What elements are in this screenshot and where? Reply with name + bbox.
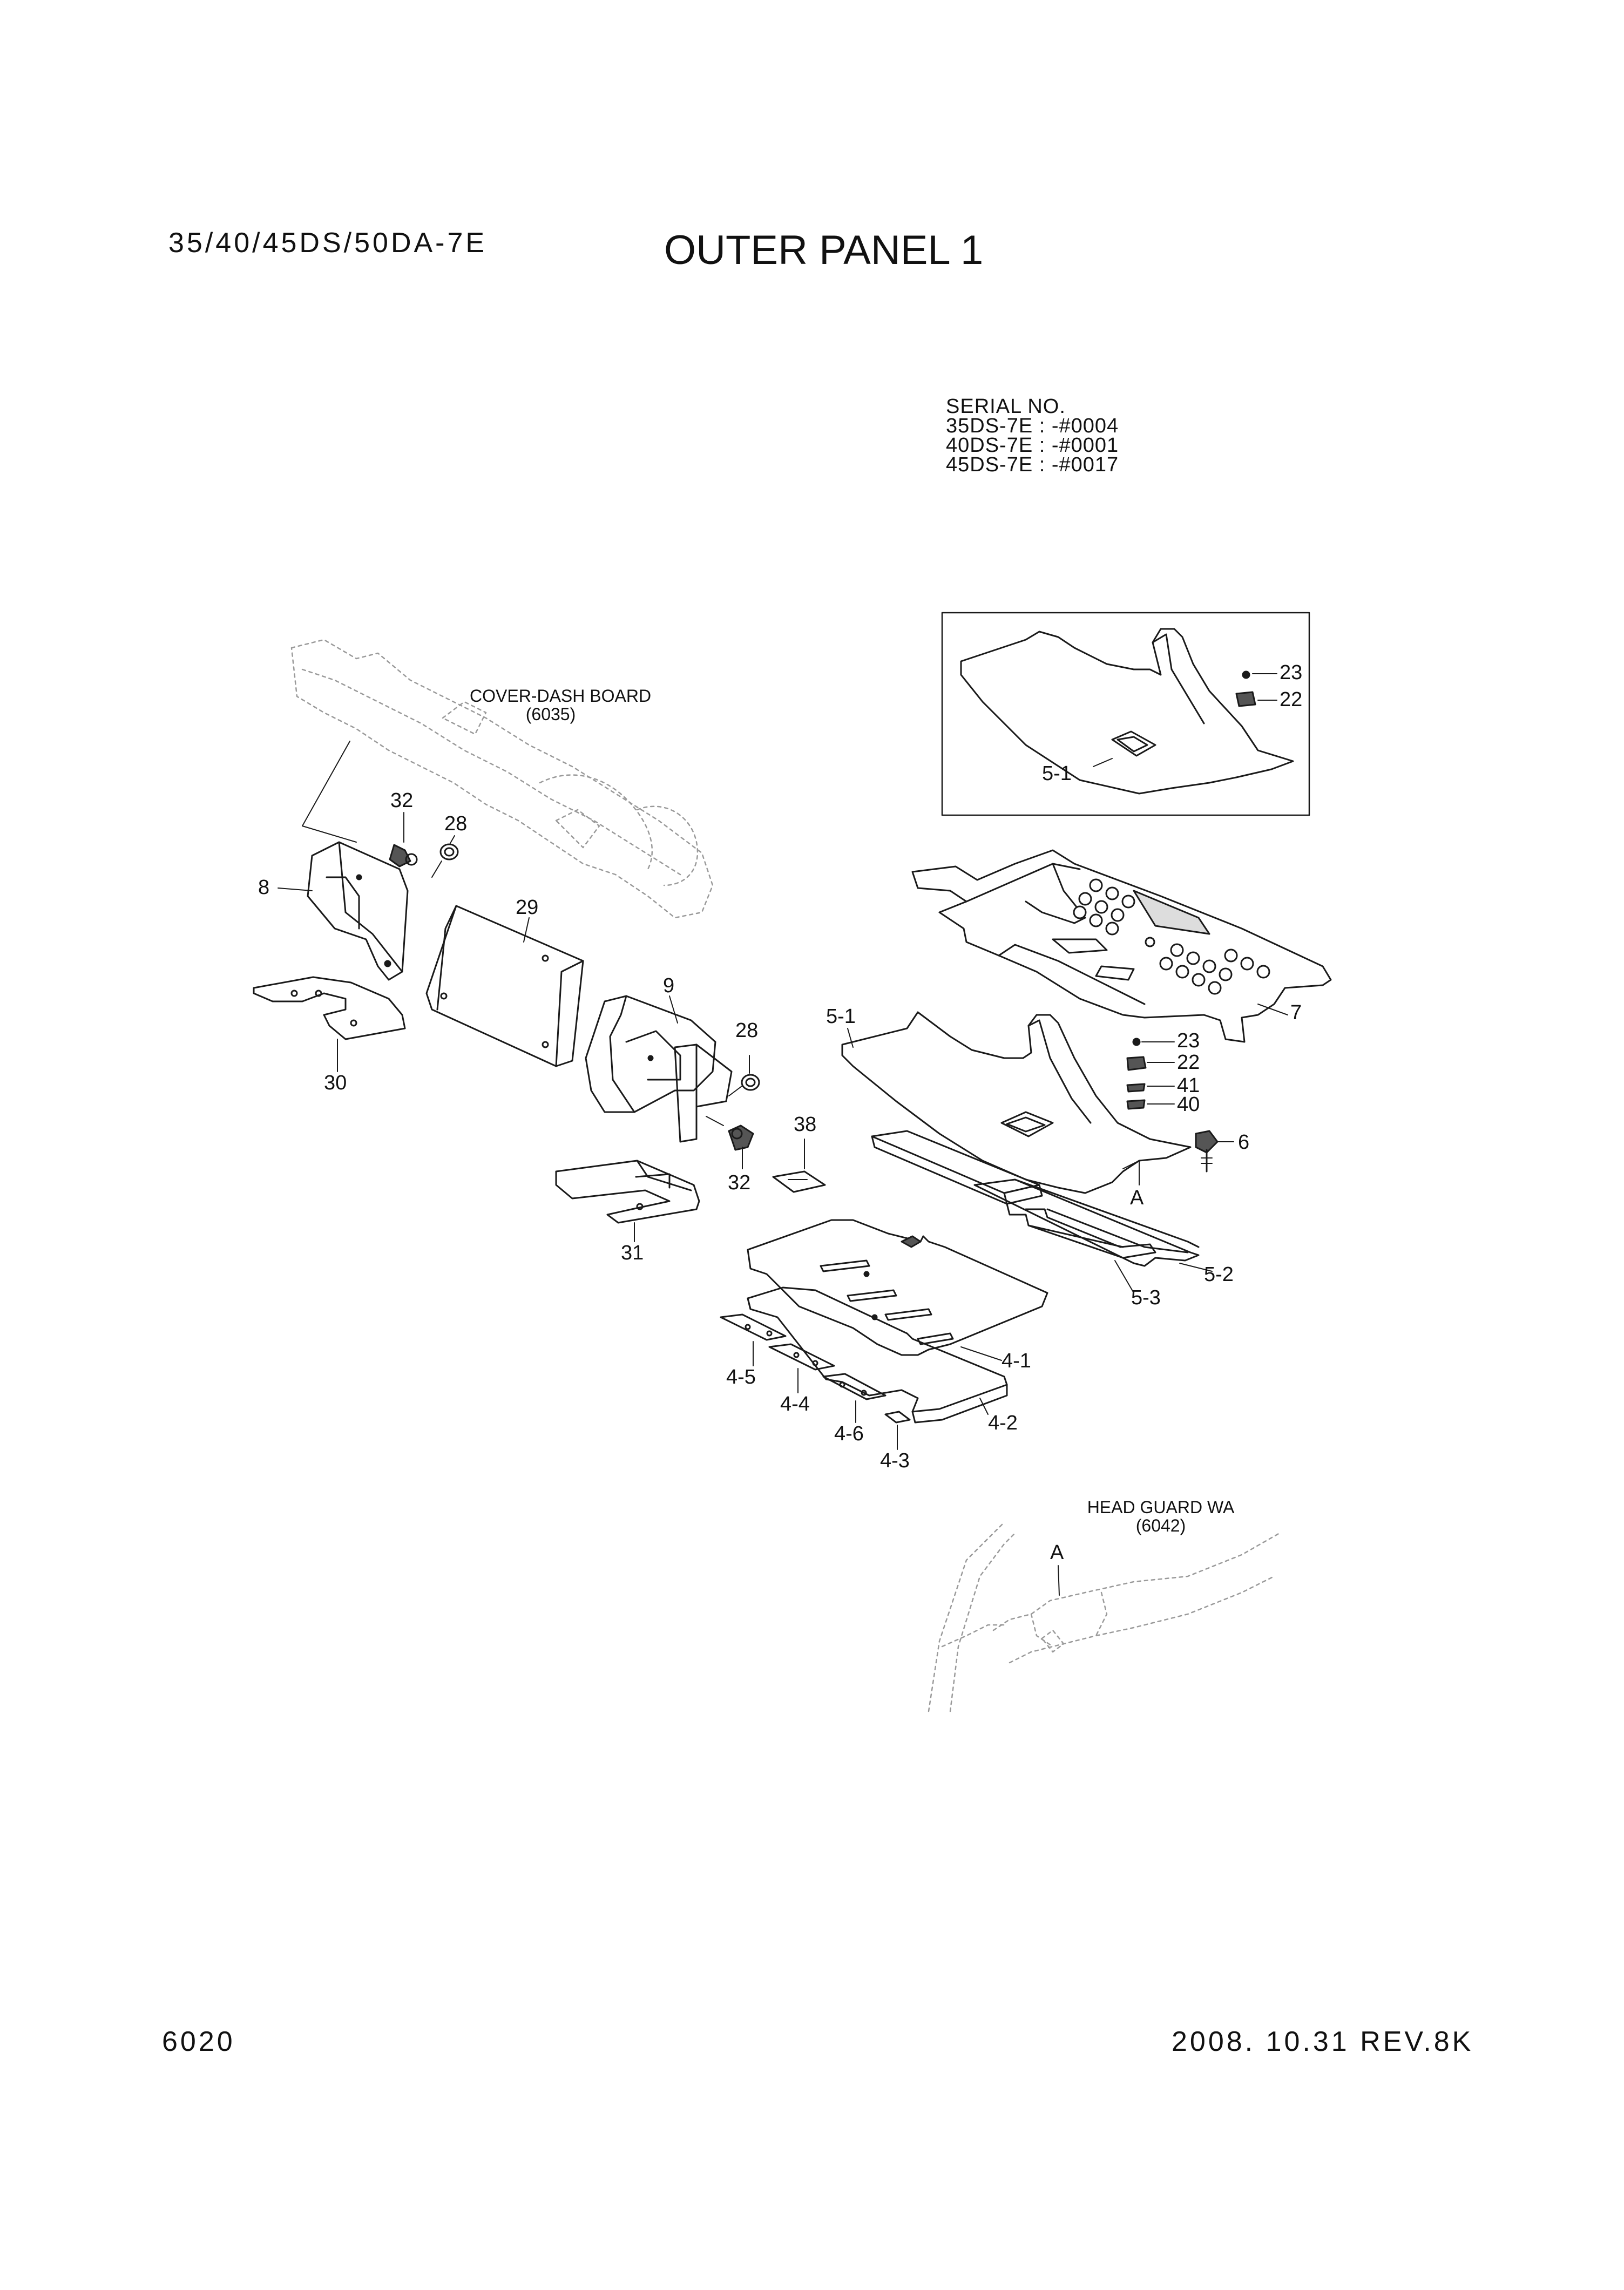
callout-7: 7 — [1290, 1001, 1302, 1024]
part-5-2-pad — [973, 1178, 1200, 1267]
callout-31: 31 — [621, 1242, 644, 1264]
part-32-bolt-second — [728, 1124, 754, 1169]
callout-4-5: 4-5 — [726, 1366, 756, 1388]
callout-41: 41 — [1177, 1074, 1200, 1097]
callout-A-first: A — [1130, 1187, 1144, 1209]
callout-5-1: 5-1 — [826, 1005, 856, 1028]
callout-5-2: 5-2 — [1204, 1263, 1234, 1286]
callout-4-4: 4-4 — [780, 1393, 810, 1415]
ref-cover-dash-board: COVER-DASH BOARD (6035) — [470, 686, 652, 724]
part-4-2-pad — [747, 1286, 1008, 1424]
part-4-6-strip — [822, 1373, 887, 1400]
callout-5-3: 5-3 — [1131, 1286, 1161, 1309]
callout-9: 9 — [663, 974, 675, 997]
leader-28-top — [450, 835, 455, 844]
callout-6: 6 — [1238, 1131, 1250, 1154]
serial-inset-frame — [941, 612, 1310, 816]
leader-28-second-b — [728, 1086, 742, 1096]
serial-line-40ds: 40DS-7E : -#0001 — [946, 434, 1119, 457]
mat-grip-pattern — [1073, 878, 1270, 995]
callout-30: 30 — [324, 1072, 347, 1094]
part-4-4-strip — [768, 1343, 835, 1371]
callout-23-inset: 23 — [1280, 661, 1303, 684]
serial-line-35ds: 35DS-7E : -#0004 — [946, 415, 1119, 437]
model-number: 35/40/45DS/50DA-7E — [168, 227, 488, 259]
leader-28-top-b — [431, 861, 442, 878]
callout-4-2: 4-2 — [988, 1412, 1018, 1434]
callout-28-top: 28 — [444, 812, 468, 835]
leader-5-1 — [847, 1028, 854, 1048]
callout-32-second: 32 — [728, 1171, 751, 1194]
callout-29: 29 — [516, 896, 539, 919]
part-38-plate — [772, 1170, 826, 1193]
cover-dash-board-ghost — [290, 639, 714, 919]
part-9-side-cover — [585, 995, 733, 1143]
page-title: OUTER PANEL 1 — [664, 227, 984, 273]
part-5-1-mat — [841, 1011, 1192, 1194]
callout-A-second: A — [1050, 1541, 1064, 1564]
callout-38: 38 — [794, 1113, 817, 1136]
leader-A-1b — [1122, 1160, 1140, 1169]
callout-5-1-inset: 5-1 — [1042, 762, 1072, 785]
leader-5-1-inset — [1093, 758, 1113, 767]
callout-4-3: 4-3 — [880, 1449, 910, 1472]
part-40-nut — [1126, 1099, 1146, 1110]
ref-cover-dash-board-name: COVER-DASH BOARD — [470, 686, 652, 706]
part-28-grommet-top — [439, 843, 459, 861]
callout-28-second: 28 — [735, 1019, 759, 1042]
callout-4-1: 4-1 — [1002, 1350, 1031, 1372]
part-7-floor-mat — [911, 849, 1332, 1043]
part-8-side-cover — [307, 841, 409, 981]
serial-line-45ds: 45DS-7E : -#0017 — [946, 453, 1119, 476]
leader-4-1 — [960, 1346, 1002, 1361]
callout-22: 22 — [1177, 1051, 1200, 1074]
part-23-22-inset-fasteners — [1235, 670, 1256, 707]
part-32-bolt-top — [389, 844, 418, 868]
part-41-clip — [1126, 1083, 1146, 1093]
leader-9 — [669, 995, 678, 1024]
part-31-bracket — [555, 1160, 700, 1224]
part-22-clip — [1126, 1056, 1147, 1071]
callout-8: 8 — [258, 876, 270, 899]
part-4-3-block — [884, 1411, 911, 1424]
ref-head-guard-code: (6042) — [1135, 1516, 1186, 1535]
page-number: 6020 — [162, 2026, 235, 2057]
ref-cover-dash-board-code: (6035) — [525, 704, 576, 724]
serial-heading: SERIAL NO. — [946, 395, 1066, 418]
callout-40: 40 — [1177, 1093, 1200, 1116]
callout-22-inset: 22 — [1280, 688, 1303, 711]
part-29-panel — [425, 905, 584, 1067]
leader-A-2 — [1058, 1565, 1060, 1596]
part-5-1-inset-mat — [960, 628, 1294, 795]
leader-4-2 — [979, 1398, 989, 1415]
part-6-bolt — [1195, 1130, 1219, 1173]
callout-23: 23 — [1177, 1029, 1200, 1052]
part-5-3-pad — [871, 1130, 1156, 1259]
callout-32-top: 32 — [390, 789, 414, 812]
leader-cover-dash-board — [302, 741, 357, 843]
part-4-1-mat — [747, 1219, 1048, 1356]
part-28-grommet-second — [741, 1074, 760, 1091]
head-guard-ghost — [928, 1521, 1281, 1712]
leader-32-second — [706, 1116, 724, 1126]
leader-5-3 — [1114, 1260, 1134, 1293]
part-30-bracket — [253, 976, 406, 1040]
leader-29 — [523, 917, 530, 943]
part-4-5-strip — [720, 1313, 787, 1341]
leader-7 — [1257, 1004, 1288, 1015]
leader-8 — [278, 887, 313, 891]
serial-number-block: SERIAL NO. 35DS-7E : -#0004 40DS-7E : -#… — [946, 395, 1119, 476]
leader-5-2 — [1179, 1263, 1213, 1272]
ref-head-guard: HEAD GUARD WA (6042) — [1080, 1498, 1242, 1535]
ref-head-guard-name: HEAD GUARD WA — [1087, 1498, 1235, 1517]
revision-date: 2008. 10.31 REV.8K — [1172, 2026, 1474, 2057]
part-23-screw — [1132, 1038, 1141, 1046]
callout-4-6: 4-6 — [834, 1422, 864, 1445]
